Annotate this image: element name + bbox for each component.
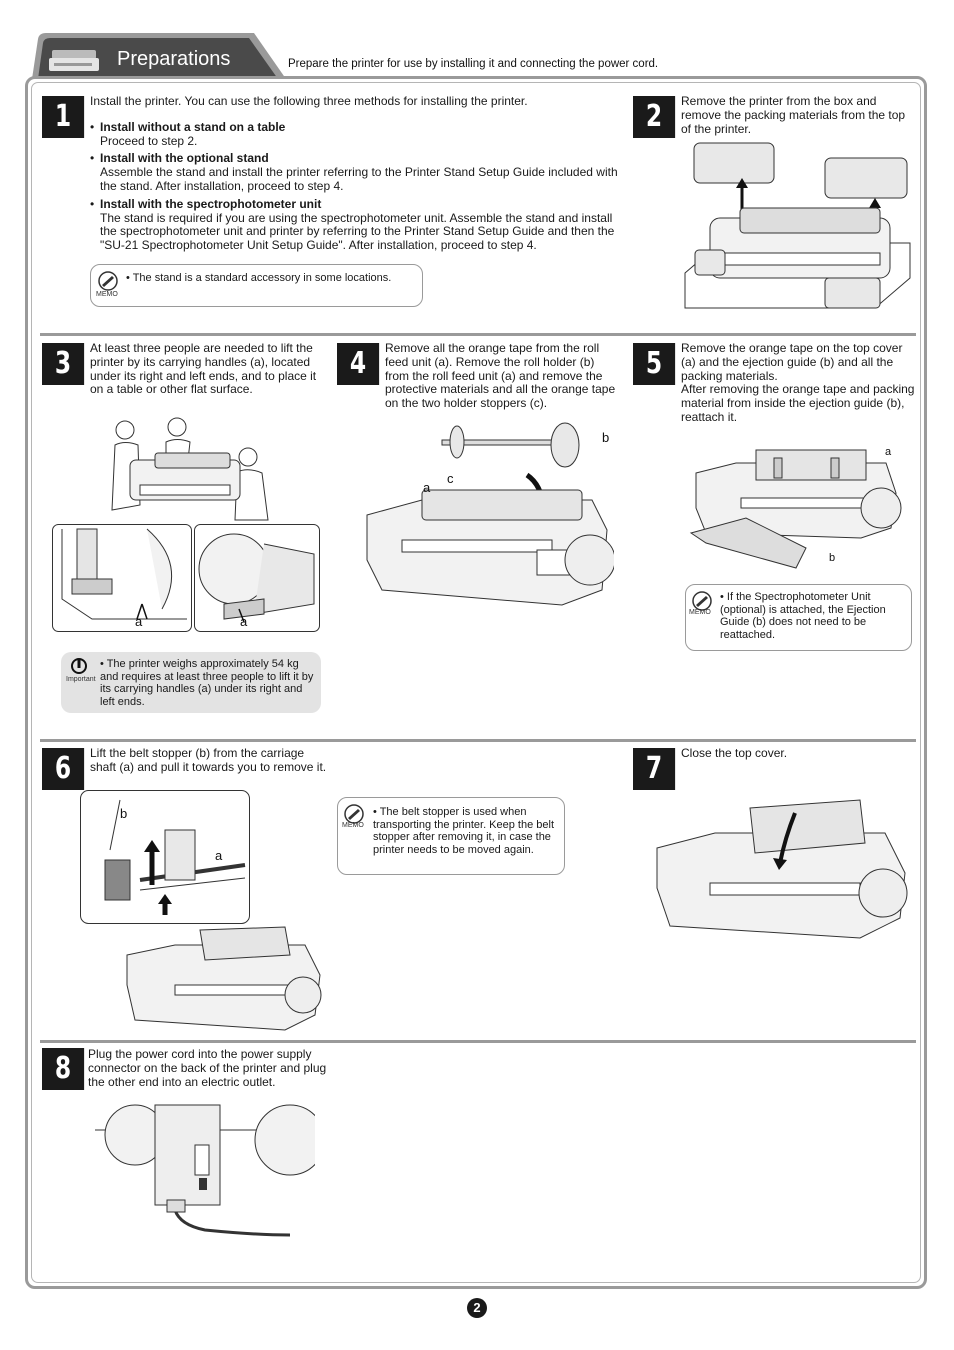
step-3-text: At least three people are needed to lift… [90,341,317,397]
row-divider [40,333,916,336]
step-2-text: Remove the printer from the box and remo… [681,94,906,136]
option-title: Install with the spectrophotometer unit [100,196,322,211]
step-5-text-2: After removing the orange tape and packi… [681,382,915,424]
step-3-important-text: • The printer weighs approximately 54 kg… [100,658,314,708]
option-title: Install with the optional stand [100,151,269,166]
row-divider [40,1040,916,1043]
step-2-number: 2 [633,96,676,138]
step-1-option: • Install with the spectrophotometer uni… [90,196,625,253]
step-6-memo [337,797,565,875]
step-6-printer-illustration [126,926,322,1031]
content-frame-inner [31,82,921,1283]
step-4-label-b: b [602,430,610,445]
step-3-right-handle-closeup [194,524,320,632]
step-5-label-a: a [885,446,892,458]
memo-pencil-icon [344,804,364,824]
step-8-power-cord-illustration [95,1104,315,1237]
page-title: Preparations [117,48,231,70]
option-body: The stand is required if you are using t… [100,210,615,253]
step-3-people-lifting-illustration [111,417,269,521]
step-3-left-handle-closeup [52,524,192,632]
memo-label: MEMO [689,609,711,616]
step-1-memo-text: • The stand is a standard accessory in s… [126,272,392,284]
step-3-label-a: a [135,614,143,629]
step-4-label-c: c [447,471,454,486]
step-5-label-b: b [829,552,836,564]
step-6-label-b: b [120,806,128,821]
memo-pencil-icon [692,591,712,611]
step-4-number: 4 [337,343,380,385]
option-body: Assemble the stand and install the print… [100,165,618,193]
step-5-text-1: Remove the orange tape on the top cover … [681,341,903,383]
page-number: 2 [467,1298,487,1318]
step-4-roll-holder-illustration [366,422,614,606]
important-label: Important [66,676,96,683]
step-5-number: 5 [633,343,676,385]
step-8-number: 8 [42,1048,85,1090]
step-7-text: Close the top cover. [681,746,788,760]
row-divider [40,739,916,742]
page-description: Prepare the printer for use by installin… [288,58,659,70]
step-2-illustration [684,142,911,309]
step-6-belt-stopper-closeup [80,790,250,924]
step-7-close-cover-illustration [656,799,908,939]
step-3-important-box [61,652,321,713]
step-1-number: 1 [42,96,85,138]
step-5-top-cover-illustration [689,449,902,569]
step-3-number: 3 [42,343,85,385]
option-body: Proceed to step 2. [100,133,198,148]
step-1-memo [90,264,423,307]
step-4-text: Remove all the orange tape from the roll… [385,341,616,411]
step-6-number: 6 [42,748,85,790]
step-3-label-a: a [240,614,248,629]
memo-label: MEMO [342,822,364,829]
step-7-number: 7 [633,748,676,790]
step-1-text: Install the printer. You can use the fol… [90,94,625,253]
step-6-label-a: a [215,848,223,863]
step-5-memo [685,584,912,651]
step-6-text: Lift the belt stopper (b) from the carri… [90,746,327,774]
step-5-memo-text: • If the Spectrophotometer Unit (optiona… [720,591,886,641]
step-1-intro: Install the printer. You can use the fol… [90,94,528,108]
important-icon [71,658,87,674]
step-6-memo-text: • The belt stopper is used when transpor… [373,806,555,856]
option-title: Install without a stand on a table [100,119,286,134]
memo-pencil-icon [98,271,118,291]
memo-label: MEMO [96,291,118,298]
step-4-label-a: a [423,480,431,495]
step-8-text: Plug the power cord into the power suppl… [88,1047,327,1089]
step-5-text: Remove the orange tape on the top cover … [681,341,916,425]
printer-icon [49,50,99,71]
